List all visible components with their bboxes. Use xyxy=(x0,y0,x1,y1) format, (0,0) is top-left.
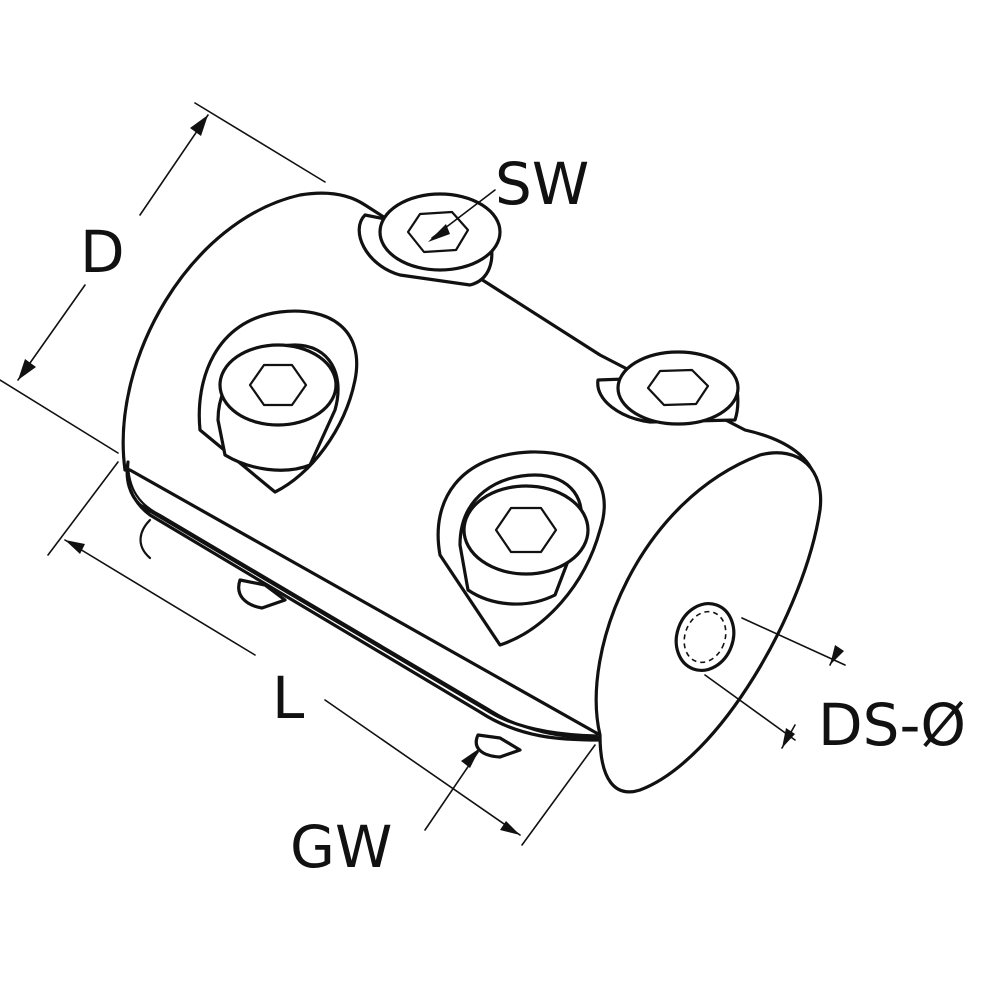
label-ds: DS-Ø xyxy=(818,691,966,759)
wire-bore xyxy=(674,602,736,672)
screw-pocket-right xyxy=(436,450,606,647)
dimension-ds: DS-Ø xyxy=(704,617,966,759)
dimension-d: D xyxy=(0,102,326,454)
screw-pocket-left xyxy=(197,309,359,494)
label-d: D xyxy=(80,218,125,286)
hex-socket-icon xyxy=(248,363,308,407)
dimension-l: L xyxy=(47,461,596,846)
side-nut xyxy=(596,350,740,426)
label-l: L xyxy=(272,664,304,732)
hex-socket-icon xyxy=(494,506,558,554)
dimension-sw: SW xyxy=(428,150,589,242)
bottom-nuts xyxy=(237,578,522,759)
hex-nut-icon xyxy=(406,210,470,254)
hex-nut-icon xyxy=(646,368,710,407)
label-sw: SW xyxy=(495,150,589,218)
dimension-gw: GW xyxy=(290,748,480,881)
label-gw: GW xyxy=(290,813,392,881)
